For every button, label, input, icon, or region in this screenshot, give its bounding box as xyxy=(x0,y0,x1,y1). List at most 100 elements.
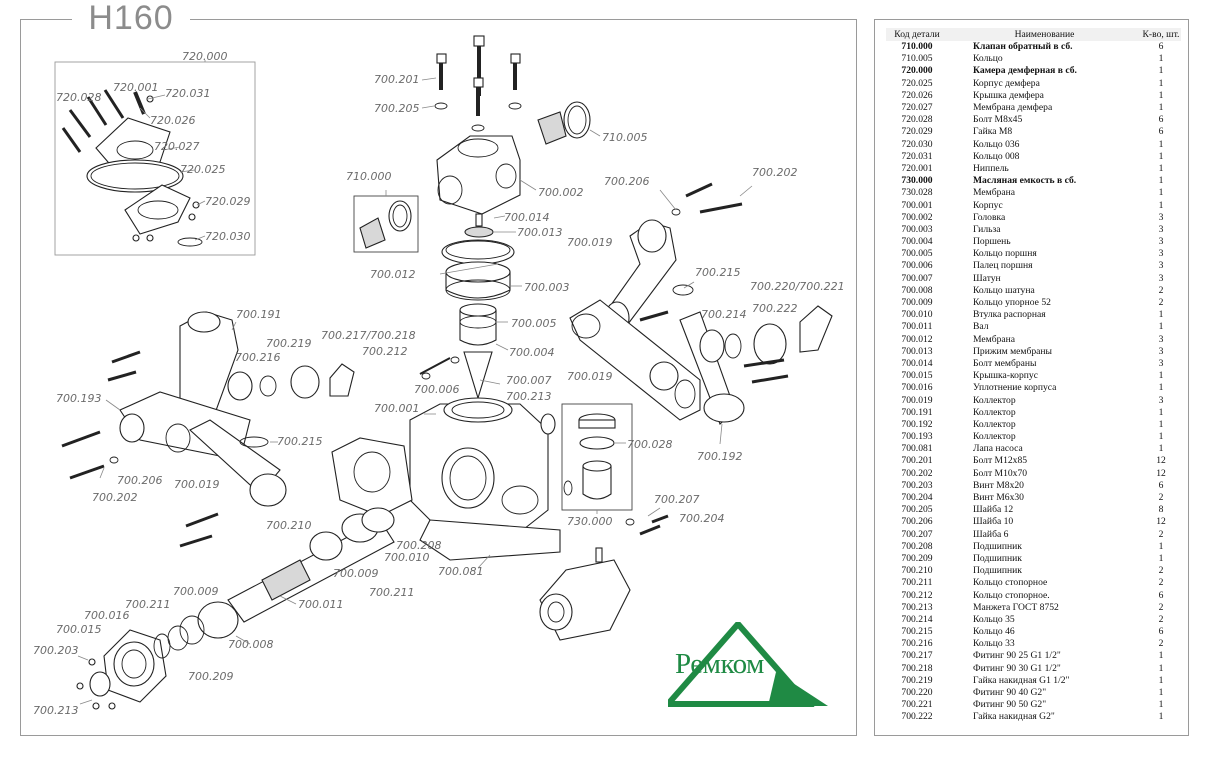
diagram-frame xyxy=(20,19,857,736)
part-code: 720.025 xyxy=(901,77,933,89)
part-label: 700.216 xyxy=(235,351,281,364)
part-label: 700.019 xyxy=(567,370,613,383)
part-label: 720.026 xyxy=(150,114,196,127)
part-code: 710.005 xyxy=(901,53,933,65)
front-cover-drawing xyxy=(76,629,171,710)
part-code: 700.212 xyxy=(901,589,933,601)
part-label: 700.212 xyxy=(362,345,408,358)
part-name: Крышка-корпус xyxy=(973,370,1038,382)
part-name: Коллектор xyxy=(973,431,1016,443)
part-code: 700.081 xyxy=(901,443,933,455)
part-name: Кольцо шатуна xyxy=(973,284,1035,296)
part-label: 700.208 xyxy=(396,539,442,552)
part-label: 700.206 xyxy=(117,474,163,487)
part-label: 700.001 xyxy=(374,402,420,415)
part-quantity: 6 xyxy=(1158,41,1164,53)
part-quantity: 1 xyxy=(1158,370,1164,382)
part-quantity: 3 xyxy=(1158,211,1164,223)
part-label: 700.201 xyxy=(374,73,420,86)
part-label: 700.215 xyxy=(277,435,323,448)
part-quantity: 3 xyxy=(1158,260,1164,272)
right-manifolds-drawing xyxy=(569,182,833,445)
remkom-logo xyxy=(668,622,828,707)
part-quantity: 12 xyxy=(1156,467,1166,479)
part-code: 720.026 xyxy=(901,89,933,101)
part-quantity: 2 xyxy=(1158,638,1164,650)
parts-table: Код детали Наименование К-во, шт. 710.00… xyxy=(886,28,1181,724)
part-code: 700.013 xyxy=(901,345,933,357)
part-code: 700.019 xyxy=(901,394,933,406)
part-code: 700.219 xyxy=(901,674,933,686)
header-code: Код детали xyxy=(886,28,948,41)
part-code: 730.028 xyxy=(901,187,933,199)
part-code: 700.206 xyxy=(901,516,933,528)
part-label: 700.014 xyxy=(504,211,550,224)
part-label: 700.206 xyxy=(604,175,650,188)
part-quantity: 1 xyxy=(1158,138,1164,150)
part-name: Кольцо 35 xyxy=(973,613,1015,625)
part-code: 720.001 xyxy=(901,162,933,174)
small-bolts-drawing xyxy=(625,507,669,536)
part-name: Головка xyxy=(973,211,1006,223)
part-label: 710.000 xyxy=(346,170,392,183)
part-label: 720.027 xyxy=(154,140,200,153)
part-code: 700.218 xyxy=(901,662,933,674)
part-code: 700.217 xyxy=(901,650,933,662)
part-code: 700.192 xyxy=(901,418,933,430)
part-label: 700.209 xyxy=(188,670,234,683)
part-code: 700.008 xyxy=(901,284,933,296)
part-name: Коллектор xyxy=(973,406,1016,418)
part-quantity: 1 xyxy=(1158,162,1164,174)
part-name: Винт М6х30 xyxy=(973,492,1024,504)
part-code: 700.007 xyxy=(901,272,933,284)
part-quantity: 2 xyxy=(1158,565,1164,577)
part-quantity: 2 xyxy=(1158,284,1164,296)
part-name: Кольцо 008 xyxy=(973,150,1020,162)
header-qty: К-во, шт. xyxy=(1141,28,1181,41)
part-name: Кольцо 036 xyxy=(973,138,1020,150)
part-quantity: 6 xyxy=(1158,114,1164,126)
part-quantity: 1 xyxy=(1158,309,1164,321)
part-code: 720.000 xyxy=(901,65,933,77)
part-label: 720.000 xyxy=(182,50,228,63)
part-code: 700.006 xyxy=(901,260,933,272)
part-name: Кольцо xyxy=(973,53,1003,65)
part-code: 700.208 xyxy=(901,540,933,552)
part-label: 700.205 xyxy=(374,102,420,115)
part-label: 720.029 xyxy=(205,195,251,208)
part-quantity: 6 xyxy=(1158,479,1164,491)
part-code: 700.004 xyxy=(901,236,933,248)
part-code: 700.010 xyxy=(901,309,933,321)
part-code: 710.000 xyxy=(901,41,933,53)
part-label: 720.001 xyxy=(113,81,159,94)
part-name: Манжета ГОСТ 8752 xyxy=(973,601,1059,613)
part-label: 700.203 xyxy=(33,644,79,657)
part-name: Болт мембраны xyxy=(973,357,1037,369)
part-label: 700.006 xyxy=(414,383,460,396)
parts-table-header: Код детали Наименование К-во, шт. xyxy=(886,28,1181,41)
part-label: 700.004 xyxy=(509,346,555,359)
part-code: 700.016 xyxy=(901,382,933,394)
